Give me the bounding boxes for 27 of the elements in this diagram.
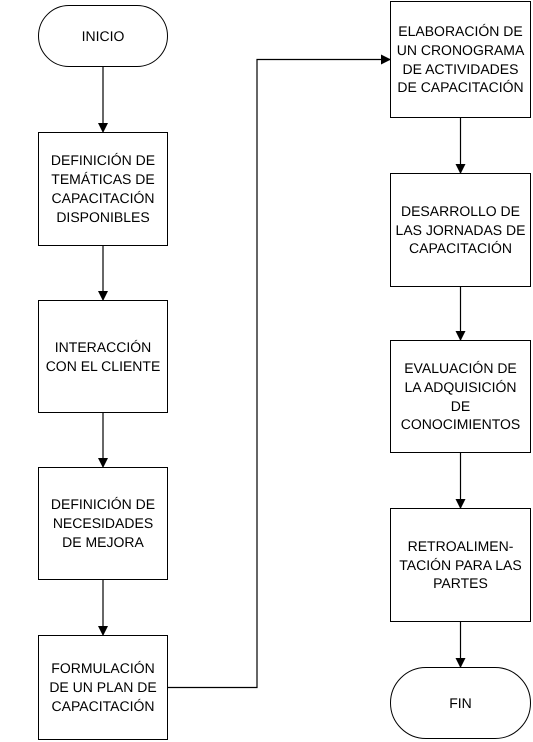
process-box xyxy=(390,340,531,453)
process-box xyxy=(38,132,168,246)
process-box xyxy=(390,508,531,622)
arrow xyxy=(168,54,391,688)
node-text: DEFINICIÓN DE TEMÁTICAS DE CAPACITACIÓN DISPONIBLES xyxy=(50,151,156,227)
arrow xyxy=(98,67,108,133)
arrow xyxy=(98,413,108,468)
arrow xyxy=(456,622,466,668)
arrow xyxy=(456,118,466,174)
node-text: EVALUACIÓN DE LA ADQUISICIÓN DE CONOCIMIENTOS xyxy=(400,358,522,434)
node-text: INTERACCIÓN CON EL CLIENTE xyxy=(44,338,162,376)
node-text: FORMULACIÓN DE UN PLAN DE CAPACITACIÓN xyxy=(48,659,158,716)
node-text: INICIO xyxy=(82,26,124,46)
node-text: DEFINICIÓN DE NECESIDADES DE MEJORA xyxy=(50,495,156,552)
node-text: ELABORACIÓN DE UN CRONOGRAMA DE ACTIVIDADES DE CAPACITACIÓN xyxy=(396,22,526,98)
arrow xyxy=(456,453,466,509)
process-box xyxy=(38,467,168,580)
process-box xyxy=(390,1,531,118)
node-text: FIN xyxy=(449,694,472,712)
arrow xyxy=(98,580,108,636)
arrow xyxy=(456,287,466,341)
node-text: DESARROLLO DE LAS JORNADAS DE CAPACITACIÓN xyxy=(395,202,526,258)
process-box xyxy=(38,300,168,413)
process-box xyxy=(390,173,531,287)
node-text: RETROALIMEN- TACIÓN PARA LAS PARTES xyxy=(398,536,523,594)
process-box xyxy=(38,635,168,740)
arrow xyxy=(98,246,108,301)
